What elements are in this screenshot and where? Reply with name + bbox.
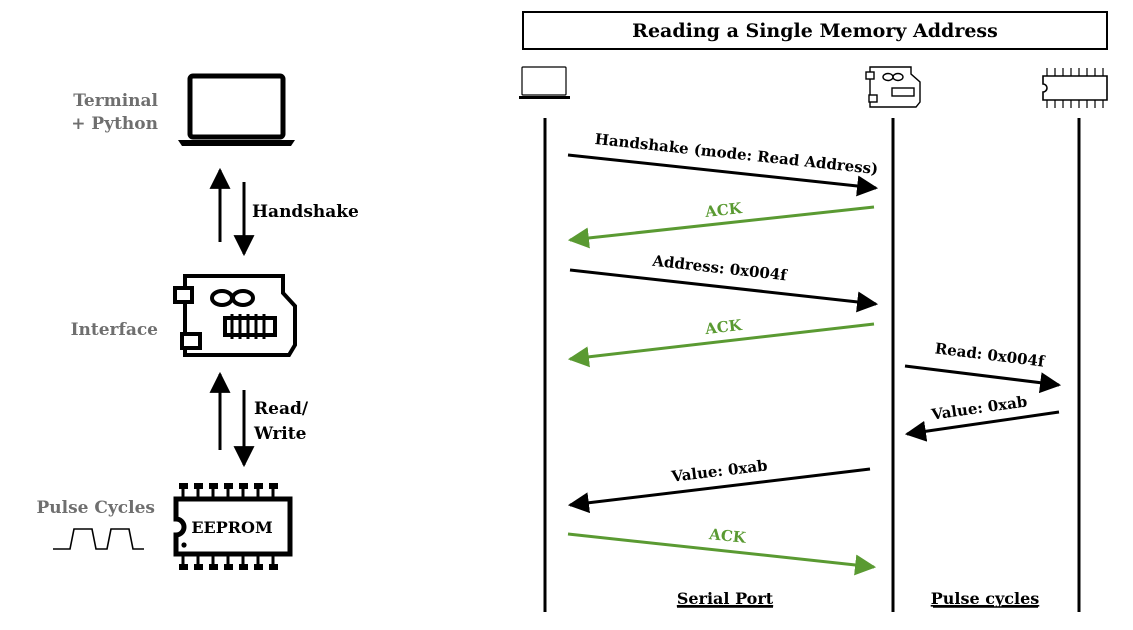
arrow-value xyxy=(567,467,871,514)
arduino-board-icon xyxy=(865,66,921,108)
msg-value: Value: 0xab xyxy=(669,456,768,485)
terminal-label-line1: Terminal xyxy=(73,91,158,111)
readwrite-arrows xyxy=(209,371,255,468)
arrow-ack-2 xyxy=(567,322,875,368)
laptop-icon xyxy=(519,66,570,99)
readwrite-label-line1: Read/ xyxy=(254,399,309,419)
eeprom-label: EEPROM xyxy=(191,518,272,537)
footer-pulse-cycles: Pulse cycles xyxy=(931,589,1040,608)
arrow-value-back xyxy=(904,410,1060,442)
pulse-cycles-label: Pulse Cycles xyxy=(36,498,155,518)
terminal-label-line2: + Python xyxy=(71,114,158,134)
title-box xyxy=(522,11,1108,50)
eeprom-chip-icon xyxy=(1042,68,1108,108)
laptop-icon xyxy=(178,73,295,146)
handshake-label: Handshake xyxy=(252,202,359,222)
msg-ack-1: ACK xyxy=(703,199,743,221)
handshake-arrows xyxy=(209,167,255,257)
arrow-ack-3 xyxy=(567,532,877,576)
sequence-title: Reading a Single Memory Address xyxy=(632,20,998,42)
interface-label: Interface xyxy=(71,320,159,340)
msg-ack-2: ACK xyxy=(703,316,743,338)
msg-address: Address: 0x004f xyxy=(651,252,790,285)
msg-ack-3: ACK xyxy=(707,525,747,547)
msg-handshake: Handshake (mode: Read Address) xyxy=(594,130,879,178)
pulse-wave-icon xyxy=(53,528,144,550)
left-panel: Terminal + Python Handshake Interface xyxy=(36,73,359,570)
arrow-read xyxy=(904,364,1062,394)
arrow-handshake xyxy=(567,153,879,197)
sequence-panel: Reading a Single Memory Address xyxy=(519,11,1108,612)
eeprom-chip-icon: EEPROM xyxy=(173,483,293,570)
msg-read: Read: 0x004f xyxy=(934,339,1047,370)
arrow-ack-1 xyxy=(567,205,875,249)
arduino-board-icon xyxy=(173,274,297,357)
footer-serial-port: Serial Port xyxy=(677,589,774,608)
readwrite-label-line2: Write xyxy=(253,424,307,444)
arrow-address xyxy=(569,268,879,313)
